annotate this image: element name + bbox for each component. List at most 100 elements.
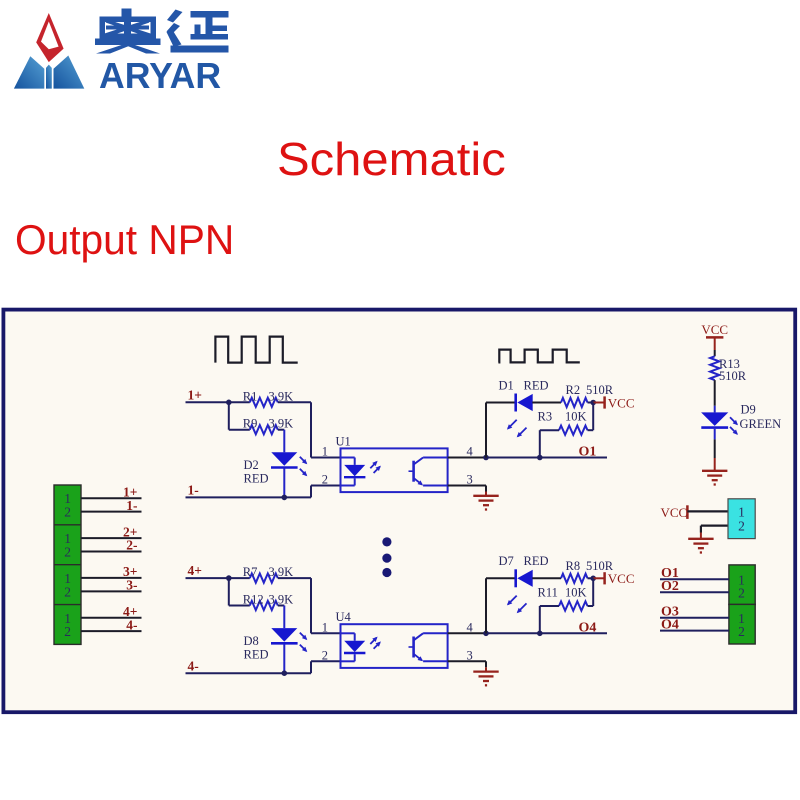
resistor-ref-label: R13 [719,357,740,371]
emission-arrow-head [375,465,381,471]
pin-number: 1 [322,445,328,459]
output-net-label: O3 [661,605,679,620]
resistor-symbol [707,355,723,382]
junction-dot [281,670,288,676]
input-net-label: 2- [126,538,137,553]
emission-arrow-head [506,600,513,606]
output-led-symbol [517,569,533,587]
schematic-frame [1,307,798,715]
resistor-symbol [248,422,279,437]
transistor-emitter [417,480,424,486]
led-ref-label: D9 [741,402,756,416]
resistor-symbol [560,395,589,410]
resistor-symbol [558,423,589,438]
emission-arrow-head [506,424,513,430]
output-connector-body [728,564,756,606]
ellipsis-dot [382,537,392,547]
led-ref-label: D1 [499,378,514,392]
net-label-negative: 4- [188,658,199,673]
output-net-label: O4 [579,620,597,635]
resistor-value-label: 3.9K [269,592,294,606]
resistor-symbol [248,598,279,613]
connector-pin-number: 2 [64,584,71,599]
vcc-label: VCC [608,395,635,410]
input-net-label: 2+ [123,524,137,539]
resistor-value-label: 510R [586,383,614,397]
resistor-ref-label: R12 [243,592,264,606]
emission-arrow-head [301,646,308,653]
emission-arrow-head [372,636,378,642]
emission-arrow-head [732,429,738,435]
pin-number: 4 [467,620,474,634]
input-net-label: 4- [126,617,137,632]
page-title: Schematic [277,133,506,185]
emission-arrow-head [516,607,523,614]
resistor-value-label: 3.9K [269,389,294,403]
connector-pin-number: 2 [64,544,71,559]
resistor-ref-label: R11 [538,586,558,600]
net-label-positive: 1+ [188,387,202,402]
resistor-value-label: 3.9K [269,565,294,579]
resistor-ref-label: R1 [243,389,258,403]
input-net-label: 1+ [123,484,137,499]
input-led-symbol [271,452,298,466]
output-net-label: O1 [579,445,597,460]
led-color-label: RED [244,647,269,661]
pin-number: 2 [322,473,328,487]
power-connector-body [727,498,756,540]
led-ref-label: D2 [244,458,259,472]
connector-pin-number: 1 [64,571,71,586]
input-net-label: 4+ [123,604,137,619]
resistor-ref-label: R3 [538,410,553,424]
junction-dot [281,494,288,501]
resistor-symbol [558,598,589,614]
led-ref-label: D7 [499,554,514,568]
input-net-label: 1- [126,498,137,513]
optocoupler-box [339,447,449,494]
emission-arrow-head [732,419,738,426]
resistor-symbol [248,395,279,410]
connector-pin-number: 1 [64,491,71,506]
opto-led-symbol [344,640,366,652]
output-led-symbol [517,393,533,412]
transistor-collector [413,632,424,642]
output-net-label: O2 [661,579,679,594]
transistor-emitter [417,656,424,662]
led-color-label: RED [244,472,269,486]
led-color-label: GREEN [740,417,782,431]
pin-number: 1 [322,620,328,634]
connector-pin-number: 1 [738,573,745,588]
resistor-value-label: 3.9K [269,417,294,431]
connector-pin-number: 2 [738,518,745,533]
emission-arrow-head [516,432,523,438]
led-ref-label: D8 [244,634,259,648]
connector-pin-number: 2 [64,505,71,520]
connector-pin-number: 1 [64,611,71,626]
vcc-label: VCC [701,322,728,337]
resistor-ref-label: R9 [243,417,258,431]
input-led-symbol [271,628,298,642]
brand-name: ARYAR [99,55,222,96]
vcc-label: VCC [608,571,635,586]
optocoupler-ref-label: U1 [336,434,351,448]
output-connector-body [728,603,756,645]
output-type-label: Output NPN [15,216,235,263]
resistor-value-label: 10K [565,586,587,600]
ellipsis-dot [382,567,392,578]
emission-arrow-head [301,470,308,477]
optocoupler-ref-label: U4 [336,610,352,624]
resistor-ref-label: R8 [566,559,581,573]
emission-arrow-head [372,460,378,467]
net-label-negative: 1- [188,483,199,498]
ellipsis-dot [382,553,392,563]
vcc-label: VCC [661,505,688,520]
input-net-label: 3- [126,578,137,593]
transistor-collector [413,456,424,466]
emission-arrow-head [375,641,381,647]
input-square-wave-icon [214,335,298,364]
emission-arrow-head [301,634,308,641]
brand-cjk-name [95,8,229,54]
logo-mountain-icon [13,13,85,89]
